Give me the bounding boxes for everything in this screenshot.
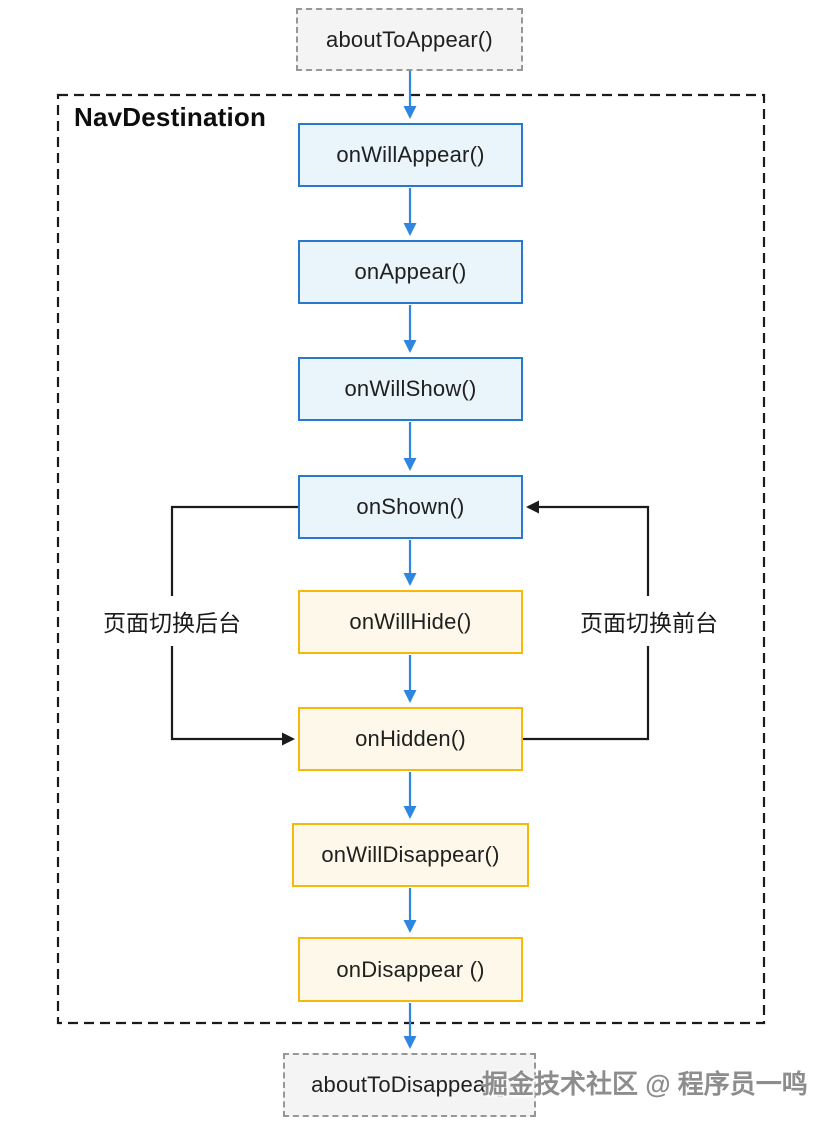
node-onwillshow: onWillShow() <box>298 357 523 421</box>
node-label: onWillShow() <box>344 376 477 401</box>
node-onappear: onAppear() <box>298 240 523 304</box>
node-label: onWillDisappear() <box>321 842 500 867</box>
node-onwilldisappear: onWillDisappear() <box>292 823 529 887</box>
node-label: onWillHide() <box>349 609 472 634</box>
edge-label-to-foreground: 页面切换前台 <box>577 596 721 646</box>
node-onhidden: onHidden() <box>298 707 523 771</box>
node-label: onShown() <box>356 494 465 519</box>
watermark: 掘金技术社区 @ 程序员一鸣 <box>482 1069 808 1099</box>
node-label: aboutToDisappear() <box>311 1072 508 1097</box>
node-onwillhide: onWillHide() <box>298 590 523 654</box>
node-label: onDisappear () <box>336 956 485 982</box>
node-ondisappear: onDisappear () <box>298 937 523 1002</box>
node-label: onHidden() <box>355 726 466 751</box>
node-label: aboutToAppear() <box>326 26 493 52</box>
node-abouttodisappear: aboutToDisappear() <box>283 1053 536 1117</box>
node-abouttoappear: aboutToAppear() <box>296 8 523 71</box>
edge-label-to-background: 页面切换后台 <box>100 596 244 646</box>
node-label: onWillAppear() <box>336 142 485 167</box>
node-onshown: onShown() <box>298 475 523 539</box>
node-label: onAppear() <box>354 259 467 284</box>
container-title: NavDestination <box>74 102 267 132</box>
node-onwillappear: onWillAppear() <box>298 123 523 187</box>
